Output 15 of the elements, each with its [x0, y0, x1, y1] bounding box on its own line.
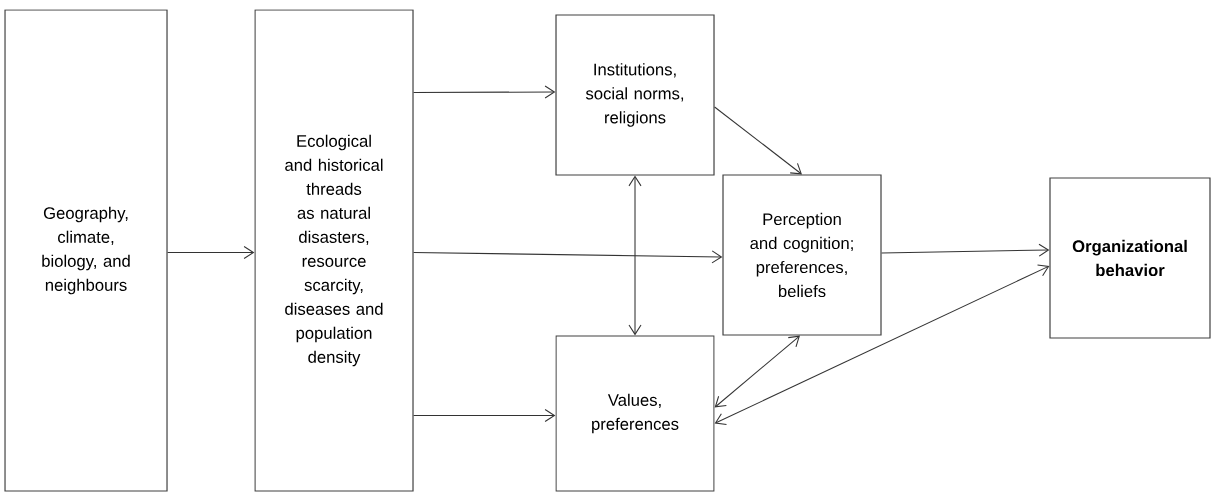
process-box: Ecological and historical threads as natural disasters, resource scarcity, diseases and population density	[254, 9, 414, 492]
arrow	[714, 335, 800, 408]
process-box: Geography, climate, biology, and neighbours	[4, 9, 168, 492]
process-box: Organizational behavior	[1049, 177, 1211, 339]
arrow	[413, 408, 556, 423]
arrow	[413, 250, 723, 264]
arrow	[413, 85, 556, 99]
arrow	[628, 175, 642, 336]
arrow	[167, 245, 255, 260]
process-box: Values, preferences	[555, 335, 715, 492]
process-box: Perception and cognition; preferences, beliefs	[722, 174, 882, 336]
arrow	[714, 106, 802, 175]
arrow	[714, 264, 1050, 426]
process-box: Institutions, social norms, religions	[555, 14, 715, 176]
arrow	[881, 243, 1050, 257]
